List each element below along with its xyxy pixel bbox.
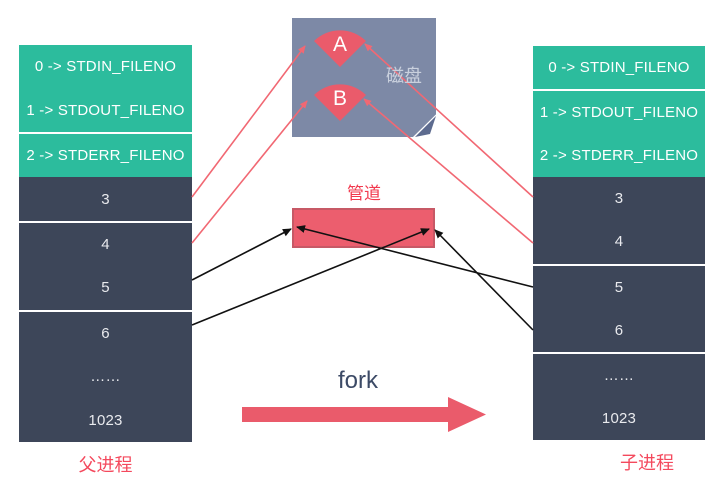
disk-file-b-label: B [332,87,347,110]
child-fd-row: 3 [533,177,705,221]
pipe-box [292,208,435,248]
parent-fd-row: 0 -> STDIN_FILENO [19,45,192,89]
parent-fd-row: 5 [19,266,192,310]
parent-fd-table: 0 -> STDIN_FILENO 1 -> STDOUT_FILENO 2 -… [19,45,192,442]
parent-fd-row: 3 [19,177,192,221]
child-fd-row: 6 [533,308,705,352]
parent-fd-row: 1023 [19,398,192,442]
child-fd-row: 4 [533,220,705,264]
child-fd-row: 1023 [533,396,705,440]
parent-fd-row: 6 [19,309,192,356]
parent-fd-row: 4 [19,220,192,267]
fork-arrow [242,397,486,432]
disk-label: 磁盘 [386,66,422,86]
parent-fd5-to-pipe-line [191,228,292,281]
parent-process-caption: 父进程 [78,455,133,475]
fork-label: fork [337,367,378,394]
child-process-caption: 子进程 [620,453,674,473]
child-fd-row: 0 -> STDIN_FILENO [533,46,705,90]
parent-fd-row: 1 -> STDOUT_FILENO [19,88,192,132]
child-fd-table: 0 -> STDIN_FILENO 1 -> STDOUT_FILENO 2 -… [533,46,705,440]
child-fd-row: …… [533,351,705,397]
parent-fd-row: …… [19,355,192,399]
parent-fd3-to-disk-a-line [191,45,306,198]
parent-fd4-to-disk-b-line [191,100,308,244]
child-fd-row: 2 -> STDERR_FILENO [533,134,705,178]
child-fd6-to-pipe-line [434,229,534,331]
parent-fd-row: 2 -> STDERR_FILENO [19,131,192,178]
pipe-label: 管道 [347,184,381,203]
child-fd-row: 5 [533,263,705,309]
child-fd-row: 1 -> STDOUT_FILENO [533,89,705,135]
disk-file-a-label: A [332,33,347,56]
